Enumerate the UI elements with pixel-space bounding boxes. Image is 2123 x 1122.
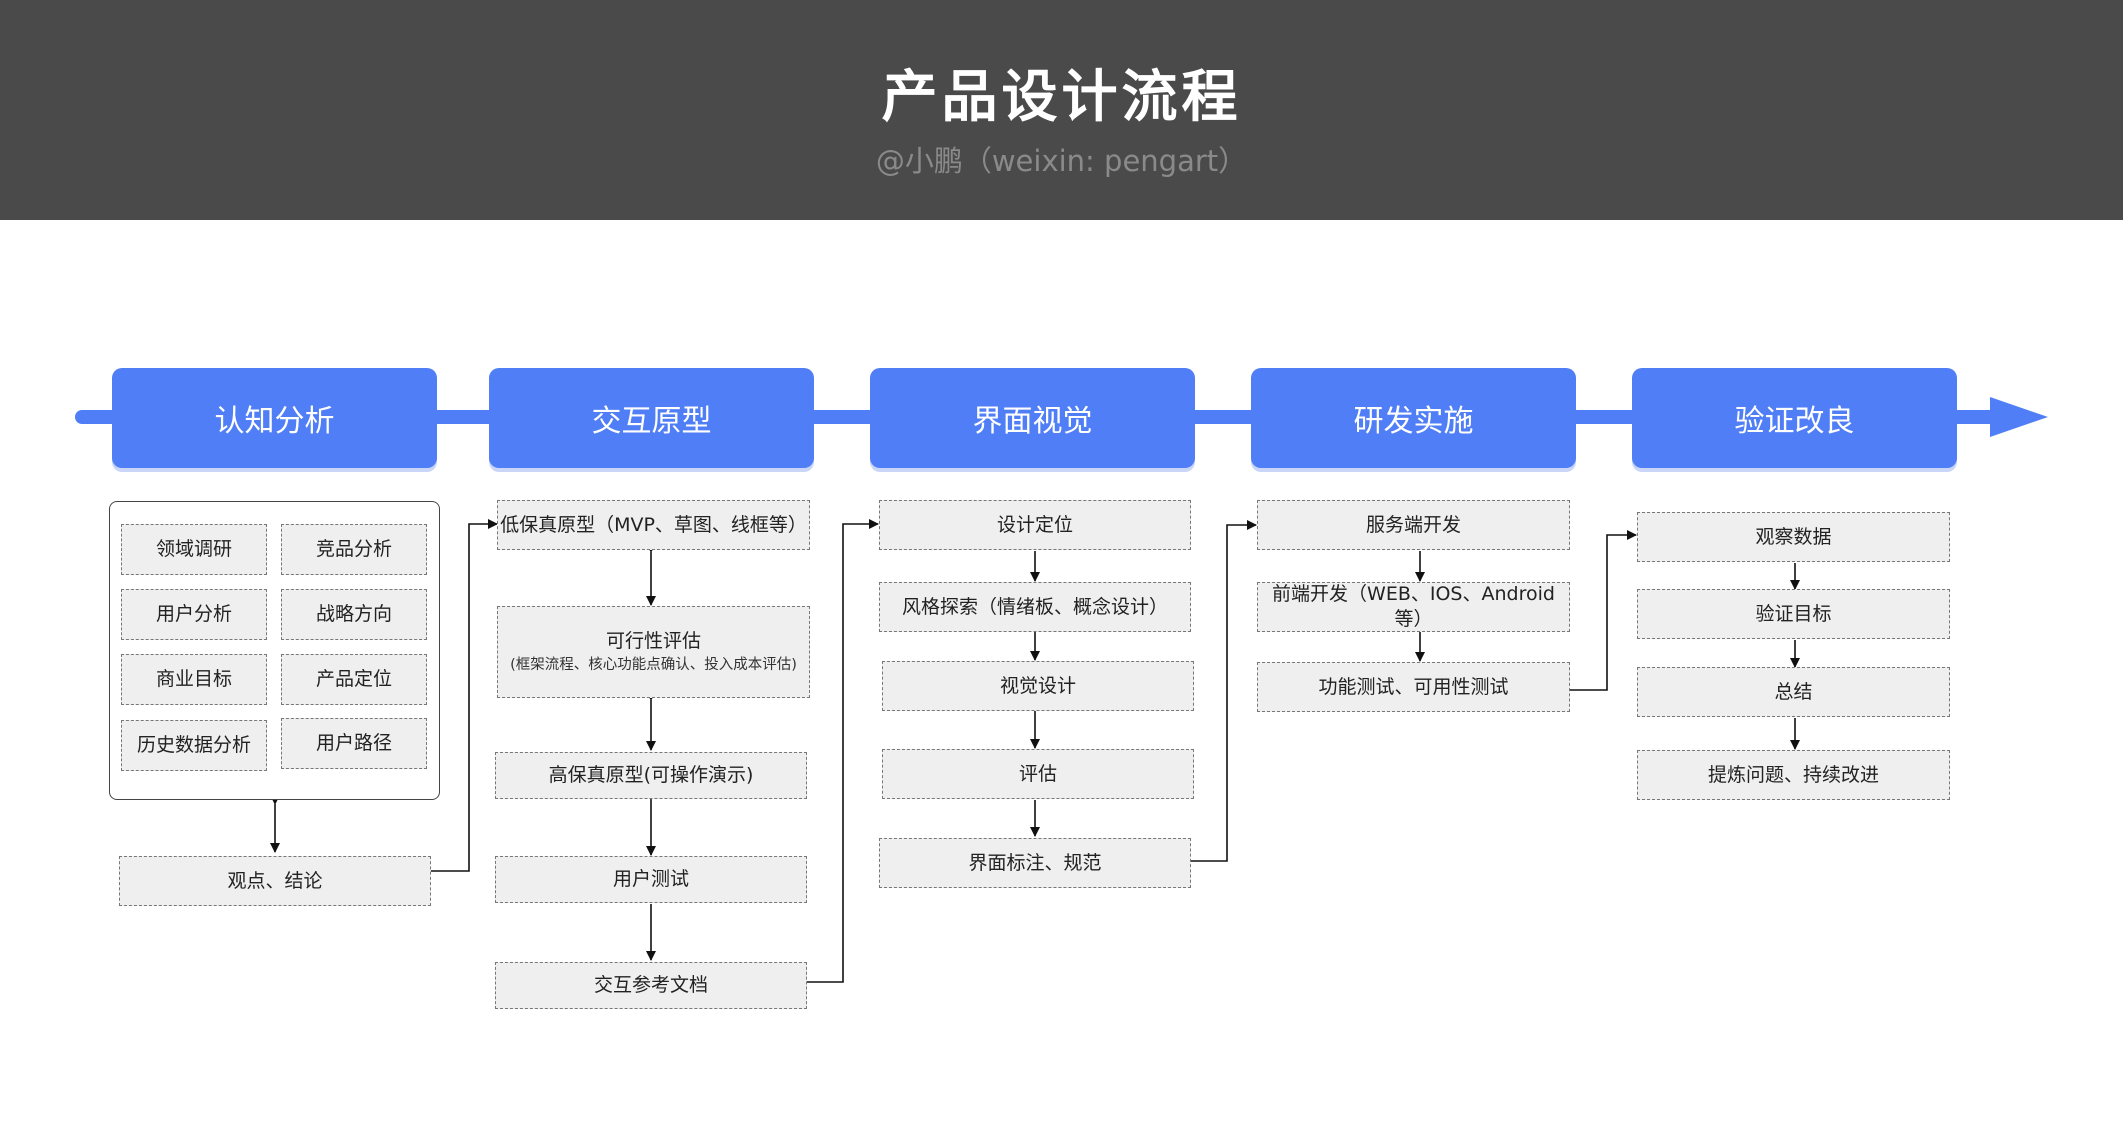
connector [1191, 520, 1257, 862]
validation-summary: 总结 [1637, 667, 1950, 717]
prototype-low-fidelity: 低保真原型（MVP、草图、线框等） [497, 500, 810, 550]
page-title: 产品设计流程 [881, 65, 1242, 130]
dev-server: 服务端开发 [1257, 500, 1570, 550]
visual-style-exploration: 风格探索（情绪板、概念设计） [879, 582, 1191, 632]
prototype-feasibility-label: 可行性评估 [605, 629, 701, 652]
validation-observe-data: 观察数据 [1637, 512, 1950, 562]
phase-interaction-prototype: 交互原型 [489, 368, 814, 468]
visual-design: 视觉设计 [882, 661, 1194, 711]
cognitive-item-historical-data: 历史数据分析 [121, 720, 267, 771]
dev-testing: 功能测试、可用性测试 [1257, 662, 1570, 712]
validation-verify-goals: 验证目标 [1637, 589, 1950, 639]
cognitive-conclusion: 观点、结论 [119, 856, 431, 906]
author-credit: @小鹏（weixin: pengart） [875, 144, 1248, 178]
cognitive-item-strategy: 战略方向 [281, 589, 427, 640]
connector [806, 519, 879, 983]
timeline-arrowhead-icon [1990, 397, 2048, 437]
visual-annotation-spec: 界面标注、规范 [879, 838, 1191, 888]
cognitive-item-user-analysis: 用户分析 [121, 589, 267, 640]
connector [431, 519, 498, 872]
dev-frontend: 前端开发（WEB、IOS、Android等） [1257, 582, 1570, 632]
prototype-reference-docs: 交互参考文档 [495, 962, 807, 1009]
connector [1570, 530, 1637, 691]
cognitive-item-domain-research: 领域调研 [121, 524, 267, 575]
validation-continuous-improvement: 提炼问题、持续改进 [1637, 750, 1950, 800]
cognitive-item-business-goal: 商业目标 [121, 654, 267, 705]
cognitive-item-competitor-analysis: 竞品分析 [281, 524, 427, 575]
prototype-feasibility-note: (框架流程、核心功能点确认、投入成本评估) [510, 657, 797, 674]
prototype-feasibility: 可行性评估 (框架流程、核心功能点确认、投入成本评估) [497, 606, 810, 698]
cognitive-item-product-positioning: 产品定位 [281, 654, 427, 705]
visual-positioning: 设计定位 [879, 500, 1191, 550]
phase-development: 研发实施 [1251, 368, 1576, 468]
prototype-high-fidelity: 高保真原型(可操作演示) [495, 752, 807, 799]
prototype-user-testing: 用户测试 [495, 856, 807, 903]
cognitive-item-user-path: 用户路径 [281, 718, 427, 769]
phase-validation: 验证改良 [1632, 368, 1957, 468]
header-banner: 产品设计流程 @小鹏（weixin: pengart） [0, 0, 2123, 220]
phase-cognitive-analysis: 认知分析 [112, 368, 437, 468]
phase-visual-design: 界面视觉 [870, 368, 1195, 468]
visual-evaluation: 评估 [882, 749, 1194, 799]
